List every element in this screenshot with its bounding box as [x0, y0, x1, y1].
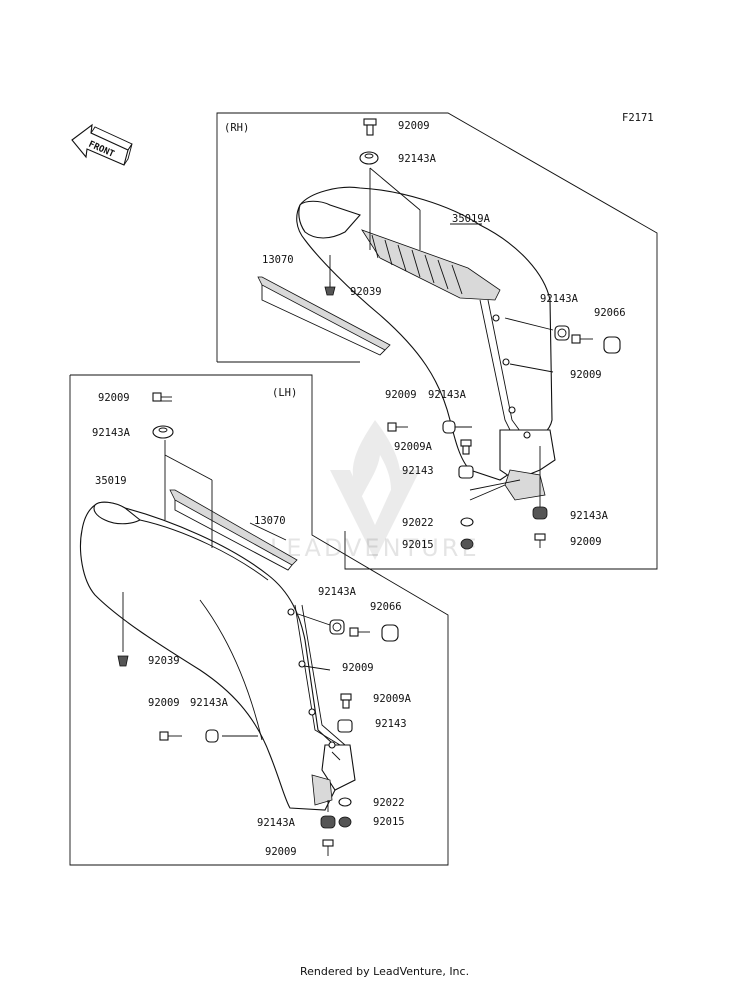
figure-code: F2171 — [622, 112, 654, 124]
watermark-text: LEADVENTURE — [270, 534, 480, 562]
rh-part-92009-right: 92009 — [570, 369, 602, 381]
rh-part-92009-bottom: 92009 — [570, 536, 602, 548]
lh-part-92009-right: 92009 — [342, 662, 374, 674]
lh-part-92009-mid: 92009 — [148, 697, 180, 709]
footer-credit: Rendered by LeadVenture, Inc. — [300, 965, 469, 978]
lh-part-92039: 92039 — [148, 655, 180, 667]
lh-panel: (LH) — [69, 374, 449, 866]
rh-fender — [296, 186, 556, 501]
lh-part-92143A-top: 92143A — [92, 427, 131, 439]
rh-part-92015: 92015 — [402, 539, 434, 551]
lh-fender — [79, 501, 356, 811]
rh-leaders — [329, 167, 554, 510]
lh-part-92009A: 92009A — [373, 693, 412, 705]
lh-part-92009-top: 92009 — [98, 392, 130, 404]
front-arrow-icon: FRONT — [71, 123, 133, 166]
lh-strip-13070 — [169, 489, 298, 571]
rh-part-92022: 92022 — [402, 517, 434, 529]
rh-part-92009-top: 92009 — [398, 120, 430, 132]
lh-part-92143A-bottom: 92143A — [257, 817, 296, 829]
lh-leaders — [122, 440, 341, 812]
lh-part-35019: 35019 — [95, 475, 127, 487]
lh-part-92143A-mid: 92143A — [190, 697, 229, 709]
rh-part-92143: 92143 — [402, 465, 434, 477]
rh-strip-13070 — [257, 276, 391, 356]
watermark-logo — [330, 420, 420, 560]
rh-part-92143A-bottom: 92143A — [570, 510, 609, 522]
lh-part-92066: 92066 — [370, 601, 402, 613]
rh-part-92039: 92039 — [350, 286, 382, 298]
rh-part-92143A-top: 92143A — [398, 153, 437, 165]
rh-part-35019A: 35019A — [452, 213, 491, 225]
rh-part-92066: 92066 — [594, 307, 626, 319]
lh-part-13070: 13070 — [254, 515, 286, 527]
lh-part-92143A-right: 92143A — [318, 586, 357, 598]
rh-part-92143A-mid: 92143A — [428, 389, 467, 401]
lh-part-92143: 92143 — [375, 718, 407, 730]
lh-hardware — [117, 392, 399, 856]
lh-part-92022: 92022 — [373, 797, 405, 809]
rh-part-92009A: 92009A — [394, 441, 433, 453]
rh-panel: (RH) — [216, 112, 658, 570]
lh-label: (LH) — [272, 387, 297, 399]
lh-part-92009-bottom: 92009 — [265, 846, 297, 858]
rh-part-13070: 13070 — [262, 254, 294, 266]
rh-part-92143A-right: 92143A — [540, 293, 579, 305]
rh-label: (RH) — [224, 122, 249, 134]
lh-part-92015: 92015 — [373, 816, 405, 828]
rh-part-92009-mid: 92009 — [385, 389, 417, 401]
rh-hardware — [324, 118, 621, 550]
